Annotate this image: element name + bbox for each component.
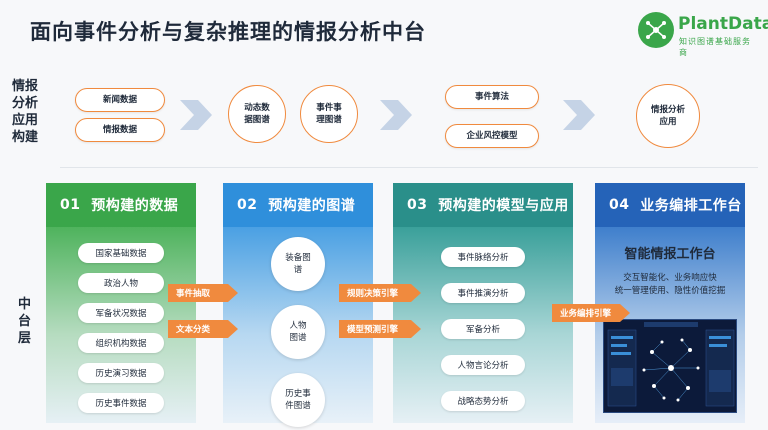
connector-tag: 模型预测引擎 (339, 320, 421, 338)
column-header: 04 业务编排工作台 (595, 183, 745, 227)
workbench-desc-line: 交互智能化、业务响应快 (623, 273, 717, 283)
chevron-right-icon (180, 100, 212, 130)
risk-model-pill: 企业风控模型 (445, 124, 539, 148)
circle-line: 理图谱 (316, 115, 342, 125)
connector-label: 模型预测引擎 (347, 325, 399, 335)
graph-line: 图谱 (289, 333, 307, 343)
news-data-pill: 新闻数据 (75, 88, 165, 112)
section-divider (60, 167, 758, 168)
graph-line: 人物 (289, 321, 307, 331)
event-logic-graph-circle: 事件事理图谱 (300, 85, 358, 143)
graph-line: 谱 (293, 265, 303, 275)
column-header: 02 预构建的图谱 (223, 183, 373, 227)
intel-data-pill: 情报数据 (75, 118, 165, 142)
dynamic-graph-circle: 动态数据图谱 (228, 85, 286, 143)
data-item: 历史演习数据 (78, 363, 164, 383)
circle-line: 情报分析 (650, 105, 685, 115)
graph-item: 装备图谱 (271, 237, 325, 291)
dashboard-graphic (607, 322, 735, 407)
dashboard-thumbnail (603, 319, 737, 413)
column-body: 装备图谱 人物图谱 历史事件图谱 (223, 227, 373, 427)
logo-name: PlantData (678, 14, 768, 34)
graph-line: 历史事 (285, 389, 311, 399)
connector-label: 事件抽取 (176, 289, 211, 299)
side-label-line: 分析 (12, 96, 39, 111)
column-number: 01 (60, 197, 81, 213)
column-title: 预构建的数据 (91, 198, 179, 214)
connector-label: 业务编排引擎 (560, 309, 612, 319)
workbench-desc-line: 统一管理使用、隐性价值挖掘 (614, 286, 726, 296)
data-item: 政治人物 (78, 273, 164, 293)
plantdata-logo: PlantData 知识图谱基础服务商 (638, 10, 768, 57)
workbench-title: 智能情报工作台 (624, 247, 716, 262)
workbench-desc: 交互智能化、业务响应快 统一管理使用、隐性价值挖掘 (605, 272, 735, 298)
connector-tag: 业务编排引擎 (552, 304, 630, 322)
model-item: 事件脉络分析 (441, 247, 525, 267)
model-item: 事件推演分析 (441, 283, 525, 303)
side-label-line: 应用 (12, 113, 39, 128)
side-label-line: 中 (18, 297, 32, 312)
connector-tag: 事件抽取 (168, 284, 238, 302)
logo-subtitle: 知识图谱基础服务商 (679, 37, 751, 57)
column-title: 预构建的模型与应用 (438, 198, 569, 214)
column-number: 03 (407, 197, 428, 213)
column-graphs: 02 预构建的图谱 装备图谱 人物图谱 历史事件图谱 (223, 183, 373, 427)
side-label-bottom: 中 台 层 (18, 296, 31, 347)
column-number: 02 (237, 197, 258, 213)
column-number: 04 (609, 197, 630, 213)
connector-tag: 规则决策引擎 (339, 284, 421, 302)
column-body: 国家基础数据 政治人物 军备状况数据 组织机构数据 历史演习数据 历史事件数据 (46, 227, 196, 423)
data-item: 国家基础数据 (78, 243, 164, 263)
side-label-top: 情报 分析 应用 构建 (12, 78, 38, 146)
intel-app-circle: 情报分析应用 (636, 84, 700, 148)
side-label-line: 台 (18, 314, 32, 329)
data-item: 历史事件数据 (78, 393, 164, 413)
side-label-line: 构建 (12, 130, 39, 145)
side-label-line: 情报 (12, 79, 39, 94)
data-item: 军备状况数据 (78, 303, 164, 323)
data-item: 组织机构数据 (78, 333, 164, 353)
column-title: 业务编排工作台 (640, 198, 742, 214)
column-title: 预构建的图谱 (268, 198, 356, 214)
page-title: 面向事件分析与复杂推理的情报分析中台 (30, 20, 426, 44)
circle-line: 据图谱 (244, 115, 270, 125)
model-item: 军备分析 (441, 319, 525, 339)
column-data: 01 预构建的数据 国家基础数据 政治人物 军备状况数据 组织机构数据 历史演习… (46, 183, 196, 423)
column-body: 事件脉络分析 事件推演分析 军备分析 人物言论分析 战略态势分析 (393, 227, 573, 423)
chevron-right-icon (563, 100, 595, 130)
event-algorithm-pill: 事件算法 (445, 85, 539, 109)
logo-mark-icon (638, 12, 674, 48)
chevron-right-icon (380, 100, 412, 130)
graph-line: 装备图 (285, 253, 311, 263)
connector-tag: 文本分类 (168, 320, 238, 338)
column-workbench: 04 业务编排工作台 智能情报工作台 交互智能化、业务响应快 统一管理使用、隐性… (595, 183, 745, 423)
connector-label: 文本分类 (176, 325, 211, 335)
graph-item: 人物图谱 (271, 305, 325, 359)
graph-item: 历史事件图谱 (271, 373, 325, 427)
column-header: 01 预构建的数据 (46, 183, 196, 227)
circle-line: 事件事 (316, 103, 342, 113)
column-body: 智能情报工作台 交互智能化、业务响应快 统一管理使用、隐性价值挖掘 (595, 227, 745, 423)
side-label-line: 层 (18, 331, 32, 346)
column-header: 03 预构建的模型与应用 (393, 183, 573, 227)
circle-line: 应用 (659, 117, 677, 127)
model-item: 人物言论分析 (441, 355, 525, 375)
circle-line: 动态数 (244, 103, 270, 113)
connector-label: 规则决策引擎 (347, 289, 399, 299)
column-models: 03 预构建的模型与应用 事件脉络分析 事件推演分析 军备分析 人物言论分析 战… (393, 183, 573, 423)
model-item: 战略态势分析 (441, 391, 525, 411)
graph-line: 件图谱 (285, 401, 311, 411)
